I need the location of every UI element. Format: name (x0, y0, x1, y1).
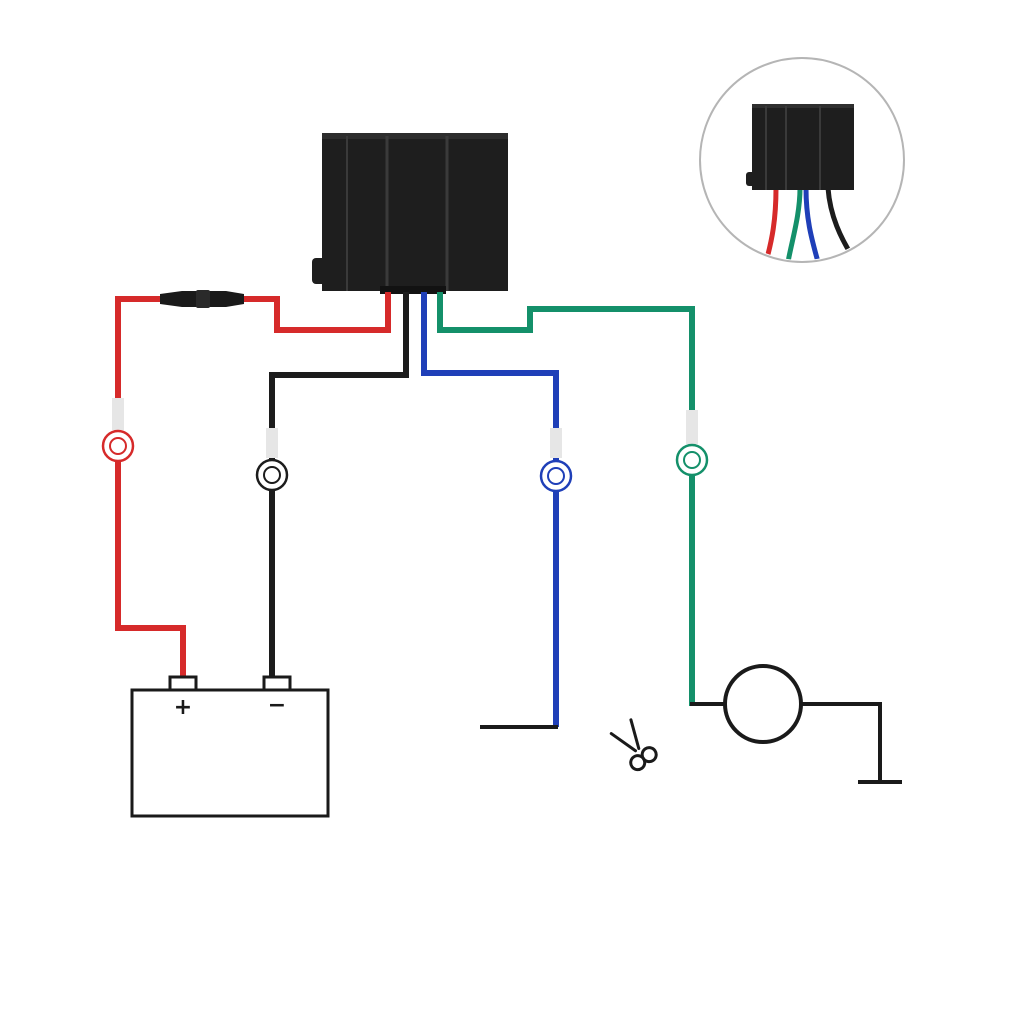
battery-negative-label: − (268, 693, 286, 718)
relay-socket-icon (312, 133, 508, 294)
green-wire (437, 292, 695, 706)
lamp-output-line (801, 702, 882, 782)
red-wire (240, 292, 391, 333)
relay-socket-photo-inset (699, 57, 905, 263)
battery-icon (130, 675, 330, 818)
ring-terminal-icon (539, 428, 573, 493)
blue-wire (421, 292, 559, 727)
inline-fuse-icon (160, 290, 244, 308)
ring-terminal-icon (675, 410, 709, 477)
battery-positive-label: + (174, 695, 192, 720)
black-wire (269, 292, 409, 678)
ring-terminal-icon (255, 428, 289, 492)
scissors-icon (609, 718, 658, 772)
red-wire-lower (115, 296, 186, 678)
lamp-icon (723, 664, 803, 744)
ring-terminal-icon (101, 398, 135, 463)
